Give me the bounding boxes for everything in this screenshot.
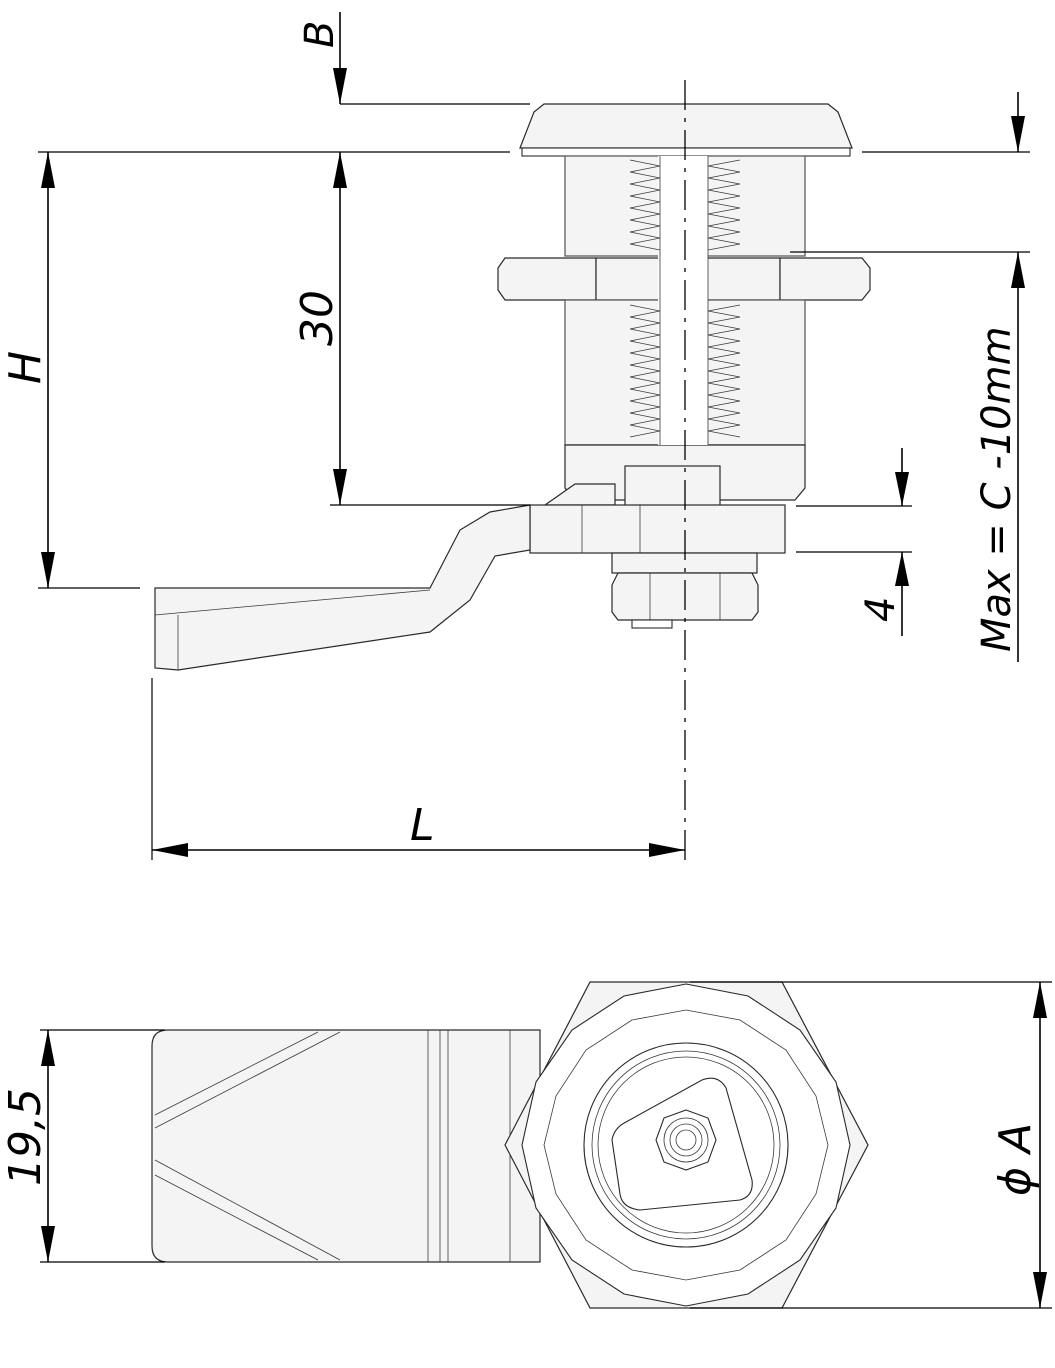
- head-washer: [521, 147, 851, 157]
- hex-nut: [497, 257, 597, 301]
- label-diameter-a: ϕ A: [990, 1123, 1041, 1196]
- dimension-30: 30: [292, 152, 530, 506]
- thread-section: [629, 156, 741, 445]
- front-view: 19,5 ϕ A: [0, 981, 1052, 1309]
- dimension-l: L: [151, 678, 685, 860]
- dimension-4: 4: [796, 448, 912, 636]
- label-30: 30: [292, 290, 343, 346]
- label-19-5: 19,5: [0, 1088, 51, 1186]
- side-view: B 30 H Max = C -10mm: [0, 12, 1030, 860]
- lever-front: [151, 1029, 541, 1263]
- dimension-h: H: [0, 152, 140, 589]
- label-l: L: [410, 800, 435, 851]
- dimension-diameter-a: ϕ A: [690, 981, 1052, 1309]
- label-max: Max = C -10mm: [974, 326, 1020, 652]
- label-b: B: [297, 21, 343, 48]
- dimension-19-5: 19,5: [0, 1029, 165, 1263]
- dimension-b: B: [297, 12, 530, 105]
- cam-collar: [624, 465, 721, 507]
- label-h: H: [0, 351, 51, 384]
- lock-head: [519, 103, 853, 149]
- dimension-max: Max = C -10mm: [790, 92, 1030, 662]
- cam-lever: [154, 504, 531, 671]
- label-4: 4: [858, 597, 904, 622]
